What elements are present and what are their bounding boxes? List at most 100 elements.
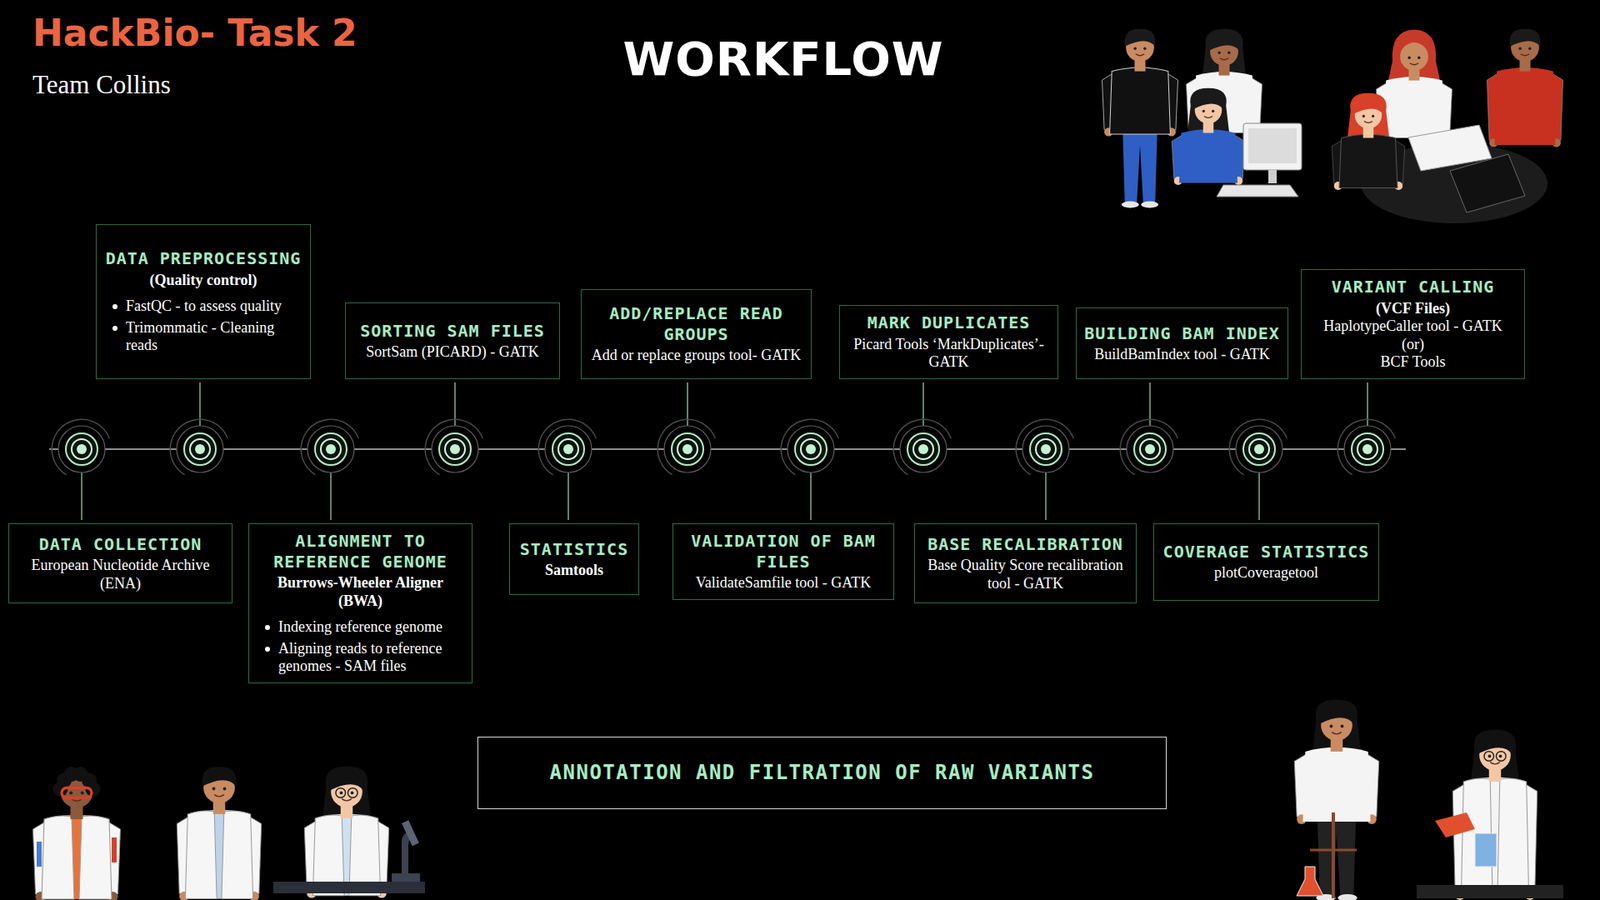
computer-screen	[1248, 128, 1297, 164]
marker-ring	[892, 418, 952, 475]
step-heading: VALIDATION OF BAM FILES	[679, 530, 888, 572]
scientists-illustration	[33, 766, 426, 900]
process-box: SORTING SAM FILESSortSam (PICARD) - GATK	[345, 302, 560, 380]
eye	[223, 787, 227, 791]
marker-ring	[1140, 439, 1160, 460]
marker-ring	[800, 439, 821, 460]
timeline-marker	[424, 418, 484, 475]
torso	[1339, 134, 1398, 188]
step-detail: BCF Tools	[1380, 353, 1446, 372]
step-detail: (VCF Files)	[1375, 300, 1450, 319]
marker-ring	[558, 439, 579, 460]
torso	[1110, 67, 1171, 135]
timeline-marker	[892, 418, 952, 475]
shoe	[1140, 201, 1159, 209]
leader-line	[810, 465, 811, 520]
person-figure	[1376, 30, 1453, 141]
leader-line	[1258, 465, 1260, 520]
marker-ring	[677, 439, 698, 460]
marker-ring	[1243, 433, 1275, 465]
laptop	[1450, 154, 1525, 213]
eye	[1143, 47, 1146, 50]
step-detail: ValidateSamfile tool - GATK	[695, 574, 871, 593]
marker-ring	[1351, 433, 1384, 465]
flask	[1296, 866, 1324, 896]
glasses	[347, 788, 358, 799]
marker-ring	[780, 418, 840, 475]
leader-line	[454, 382, 455, 433]
eye	[1407, 56, 1410, 60]
torso	[1495, 67, 1556, 145]
marker-dot	[1145, 444, 1155, 455]
marker-ring	[545, 425, 592, 473]
eye	[340, 791, 344, 795]
person-figure	[176, 766, 262, 900]
marker-ring	[50, 418, 110, 475]
microscope-base	[391, 873, 420, 882]
process-box: DATA PREPROCESSING(Quality control)FastQ…	[95, 224, 311, 380]
beaker	[1435, 812, 1475, 838]
process-box: COVERAGE STATISTICSplotCoveragetool	[1153, 523, 1380, 601]
mouth	[1204, 116, 1213, 119]
marker-dot	[563, 444, 574, 455]
lab-bench	[273, 881, 425, 894]
marker-ring	[787, 425, 835, 473]
bullet-item: Indexing reference genome	[255, 618, 466, 637]
trousers	[1317, 815, 1356, 899]
step-heading: MARK DUPLICATES	[867, 312, 1031, 333]
marker-ring	[71, 439, 92, 460]
step-heading: ANNOTATION AND FILTRATION OF RAW VARIANT…	[550, 760, 1095, 785]
leader-line	[1149, 382, 1150, 433]
marker-dot	[450, 444, 460, 455]
marker-ring	[900, 425, 947, 473]
marker-ring	[913, 439, 934, 460]
step-detail: Add or replace groups tool- GATK	[591, 346, 801, 365]
marker-ring	[307, 425, 355, 473]
timeline-marker	[300, 418, 360, 475]
lab-coat	[221, 810, 254, 899]
beaker	[1475, 833, 1497, 867]
marker-ring	[176, 425, 224, 473]
test-tube	[111, 837, 117, 863]
hair	[329, 770, 364, 790]
step-detail: SortSam (PICARD) - GATK	[365, 343, 540, 362]
mouth	[1410, 63, 1419, 65]
step-detail: BuildBamIndex tool - GATK	[1094, 345, 1270, 365]
torso	[1179, 129, 1238, 183]
monitor-stand	[1268, 170, 1277, 184]
marker-ring	[1126, 425, 1174, 473]
lab-coat	[185, 810, 217, 899]
marker-ring	[907, 433, 940, 465]
bullet-text: Indexing reference genome	[278, 618, 443, 637]
mouth	[71, 799, 82, 801]
marker-ring	[65, 433, 98, 465]
marker-ring	[656, 418, 716, 475]
marker-ring	[320, 439, 341, 460]
marker-ring	[445, 439, 465, 460]
mouth	[1331, 732, 1342, 735]
hair	[1209, 33, 1240, 51]
bullet-item: Aligning reads to reference genomes - SA…	[255, 640, 466, 676]
lab-coat	[79, 815, 112, 900]
marker-dot	[325, 444, 336, 455]
leader-line	[686, 382, 688, 433]
marker-ring	[1336, 418, 1396, 475]
person-figure	[1487, 29, 1564, 148]
process-box: BASE RECALIBRATIONBase Quality Score rec…	[914, 523, 1137, 604]
person-figure	[1294, 700, 1380, 900]
marker-ring	[671, 433, 704, 465]
marker-ring	[1035, 439, 1056, 460]
person-figure	[1171, 88, 1245, 185]
lab-bench	[1416, 885, 1564, 899]
torso	[185, 810, 253, 900]
retort-clamp	[1310, 849, 1357, 852]
timeline-marker	[1228, 418, 1288, 475]
marker-ring	[552, 433, 585, 465]
step-detail: (Quality control)	[149, 271, 257, 290]
process-box: DATA COLLECTIONEuropean Nucleotide Archi…	[8, 523, 233, 604]
leader-line	[567, 465, 569, 520]
marker-ring	[424, 418, 484, 475]
keyboard	[1216, 185, 1299, 197]
bullet-text: Aligning reads to reference genomes - SA…	[278, 640, 466, 676]
